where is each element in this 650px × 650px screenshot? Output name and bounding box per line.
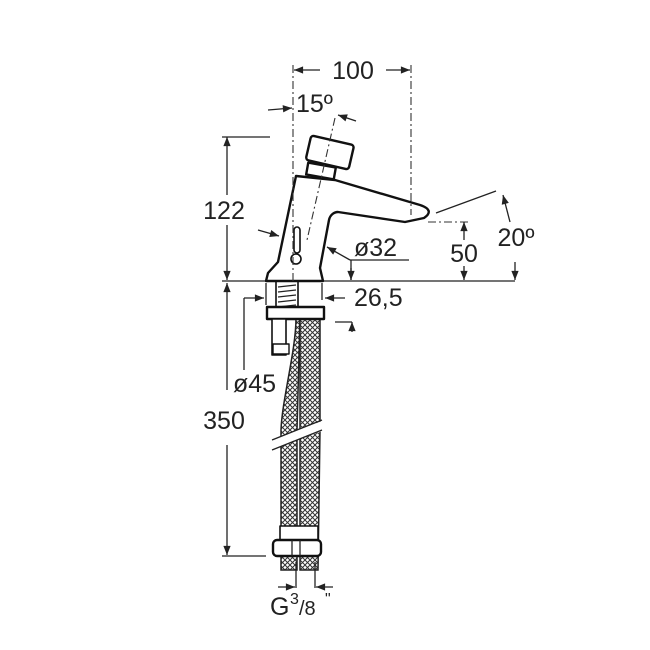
indicator-slot <box>293 226 301 254</box>
thread-label: G <box>270 593 289 621</box>
dimension-height: 122 <box>203 197 245 225</box>
dimension-base-diameter: ø45 <box>233 370 276 398</box>
mounting-stud <box>265 280 326 356</box>
dimension-spout-height: 50 <box>450 240 478 268</box>
push-button <box>305 134 355 171</box>
dimension-button-angle: 15º <box>296 90 333 118</box>
dimension-spout-diameter: ø32 <box>354 234 397 262</box>
dimension-hose-length: 350 <box>203 407 245 435</box>
dimension-base-thickness: 26,5 <box>354 284 403 312</box>
thread-fraction-denominator: /8 <box>299 598 316 620</box>
hose-nut <box>271 538 323 558</box>
dimension-spout-angle: 20º <box>498 224 535 252</box>
thread-inch-mark: " <box>325 591 331 608</box>
faucet-body <box>264 134 430 283</box>
thread-fraction-numerator: 3 <box>290 591 299 608</box>
dimension-thread: G 3 /8 " <box>270 591 331 621</box>
dimension-width: 100 <box>332 57 374 85</box>
fixing-nut <box>265 305 326 321</box>
button-collar <box>304 161 338 181</box>
